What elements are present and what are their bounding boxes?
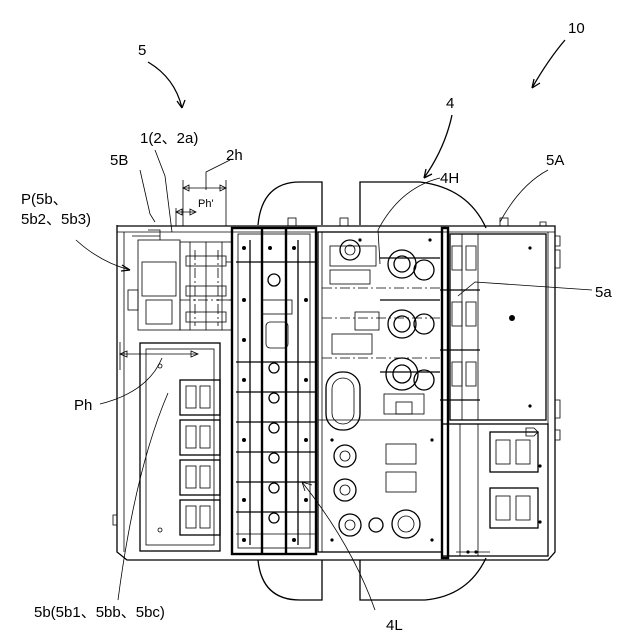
label-10: 10 [568, 20, 585, 37]
leader-4 [424, 115, 452, 178]
label-5a: 5a [595, 284, 612, 301]
leader-Ph [100, 358, 162, 404]
leader-4L [302, 482, 375, 610]
left-unit-5B [128, 230, 232, 551]
bottom-right-lobe [360, 558, 486, 600]
right-unit-5A [440, 228, 548, 558]
oval-window [326, 372, 360, 430]
label-Ph-prime: Ph' [198, 198, 214, 210]
leader-lines [76, 40, 592, 610]
outer-housing [117, 225, 555, 560]
leader-10 [532, 40, 565, 88]
label-5: 5 [138, 42, 146, 59]
top-right-lobe [360, 182, 486, 228]
leader-5b [118, 393, 168, 600]
label-1: 1(2、2a) [140, 130, 198, 147]
label-P-line1: P(5b、 [21, 191, 68, 208]
label-2h: 2h [226, 147, 243, 164]
label-4L: 4L [386, 617, 403, 634]
leader-1 [155, 150, 172, 232]
label-5B: 5B [110, 152, 128, 169]
label-4: 4 [446, 95, 454, 112]
label-P-line2: 5b2、5b3) [21, 211, 91, 228]
label-4H: 4H [440, 170, 459, 187]
label-5b: 5b(5b1、5bb、5bc) [34, 604, 165, 621]
leader-5B [140, 170, 155, 222]
leader-4H [378, 178, 440, 264]
label-Ph: Ph [74, 397, 92, 414]
busbar-panel [226, 228, 316, 554]
bottom-left-lobe [258, 560, 322, 600]
leader-5A [500, 170, 548, 222]
center-unit-4 [318, 232, 442, 552]
top-left-lobe [258, 182, 322, 225]
label-5A: 5A [546, 152, 564, 169]
